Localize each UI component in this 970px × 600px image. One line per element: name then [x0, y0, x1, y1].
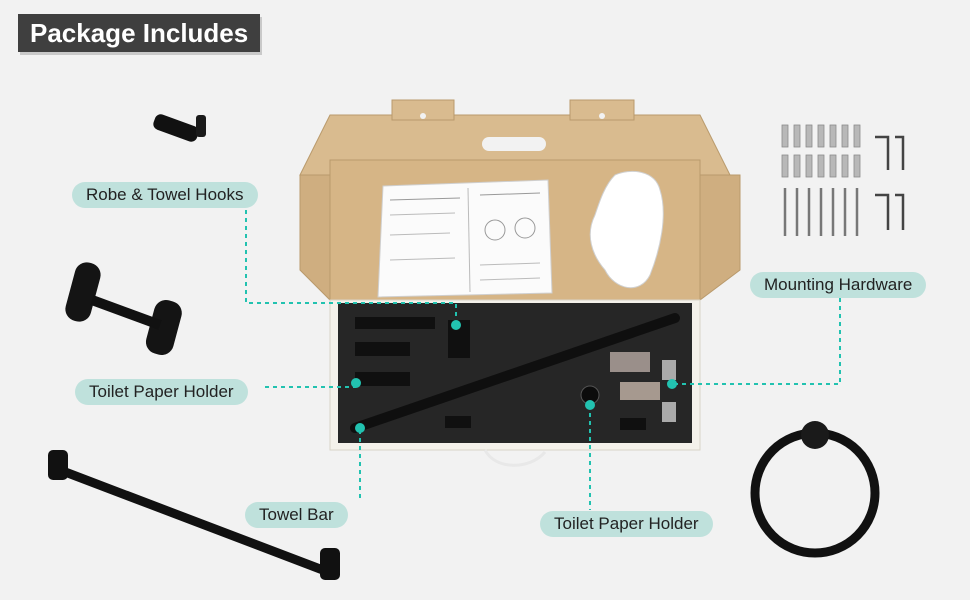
packaging-box	[299, 99, 741, 467]
callout-leaders	[245, 210, 841, 510]
label-toilet-paper-holder-left: Toilet Paper Holder	[75, 379, 248, 405]
mounting-hardware-set	[781, 124, 905, 236]
page-title: Package Includes	[18, 14, 261, 52]
robe-hook	[153, 114, 206, 142]
label-toilet-paper-holder-bottom: Toilet Paper Holder	[540, 511, 713, 537]
label-robe-towel-hooks: Robe & Towel Hooks	[72, 182, 258, 208]
toilet-paper-holder-large	[65, 262, 182, 355]
label-towel-bar: Towel Bar	[245, 502, 348, 528]
towel-bar-product	[48, 450, 340, 580]
instruction-sheet	[377, 179, 553, 298]
towel-ring	[750, 421, 880, 558]
gloves-icon	[589, 170, 664, 289]
label-mounting-hardware: Mounting Hardware	[750, 272, 927, 298]
